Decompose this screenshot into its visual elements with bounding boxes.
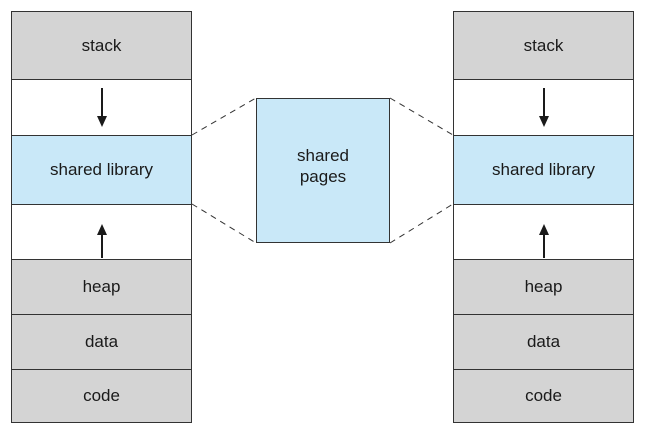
right-heap-segment: heap: [454, 260, 633, 315]
right-code-label: code: [525, 386, 562, 405]
left-heap-segment: heap: [12, 260, 191, 315]
right-process-address-space: stack shared library heap data code: [453, 11, 634, 423]
right-shared-library-segment: shared library: [454, 136, 633, 205]
right-heap-label: heap: [524, 277, 563, 296]
right-stack-growth-gap: [454, 80, 633, 136]
connector-right-top: [389, 97, 454, 136]
shared-pages-line1: shared: [297, 146, 349, 165]
right-stack-segment: stack: [454, 12, 633, 80]
connector-left-top: [191, 97, 257, 136]
left-heap-growth-gap: [12, 205, 191, 260]
shared-pages-label: shared pages: [297, 145, 349, 187]
left-stack-segment: stack: [12, 12, 191, 80]
left-code-segment: code: [12, 370, 191, 422]
left-process-address-space: stack shared library heap data code: [11, 11, 192, 423]
right-code-segment: code: [454, 370, 633, 422]
left-code-label: code: [83, 386, 120, 405]
up-arrow-icon: [96, 224, 107, 258]
right-stack-label: stack: [523, 35, 564, 55]
right-shared-library-label: shared library: [492, 160, 595, 179]
left-stack-growth-gap: [12, 80, 191, 136]
right-data-label: data: [526, 332, 561, 351]
connector-right-bottom: [389, 203, 454, 244]
left-heap-label: heap: [82, 277, 121, 296]
left-shared-library-label: shared library: [50, 160, 153, 179]
down-arrow-icon: [96, 88, 107, 127]
shared-pages-line2: pages: [299, 167, 347, 186]
left-data-label: data: [84, 332, 119, 351]
right-heap-growth-gap: [454, 205, 633, 260]
left-data-segment: data: [12, 315, 191, 370]
down-arrow-icon: [538, 88, 549, 127]
left-stack-label: stack: [81, 35, 122, 55]
left-shared-library-segment: shared library: [12, 136, 191, 205]
connector-left-bottom: [191, 203, 257, 244]
right-data-segment: data: [454, 315, 633, 370]
up-arrow-icon: [538, 224, 549, 258]
shared-pages-box: shared pages: [256, 98, 390, 243]
